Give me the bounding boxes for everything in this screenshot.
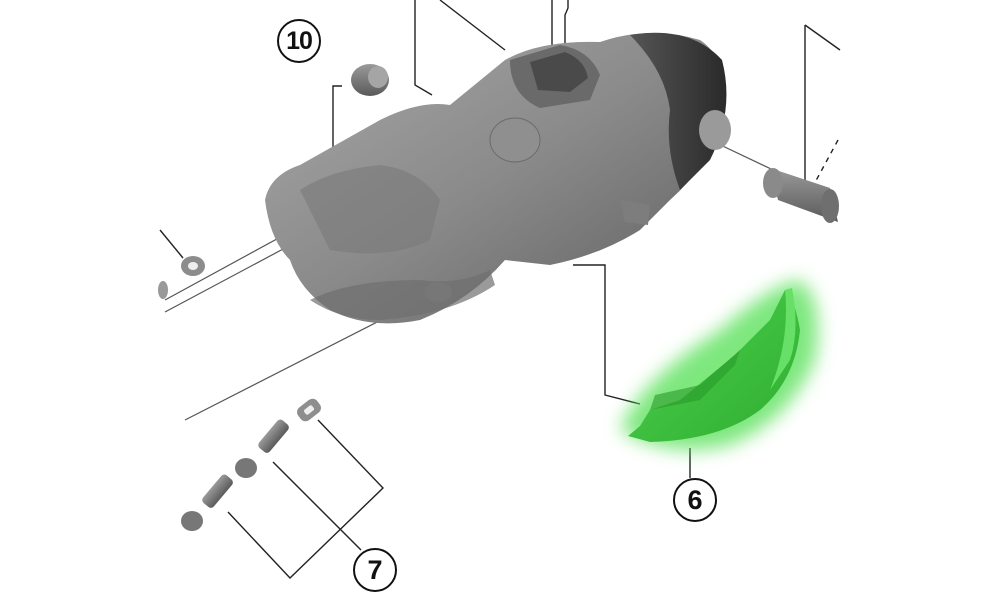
callout-7-label: 7 <box>367 554 383 585</box>
part-6-cover <box>620 280 818 450</box>
callout-6: 6 <box>673 478 717 522</box>
right-sleeve <box>763 168 839 223</box>
callout-10: 10 <box>277 19 321 63</box>
part-10-grommet <box>351 64 389 96</box>
callout-7: 7 <box>353 548 397 592</box>
callout-10-label: 10 <box>286 26 313 55</box>
callout-6-label: 6 <box>687 484 703 515</box>
part-7-bolts <box>181 398 321 531</box>
lever-body <box>265 32 731 324</box>
left-washers <box>158 256 205 299</box>
